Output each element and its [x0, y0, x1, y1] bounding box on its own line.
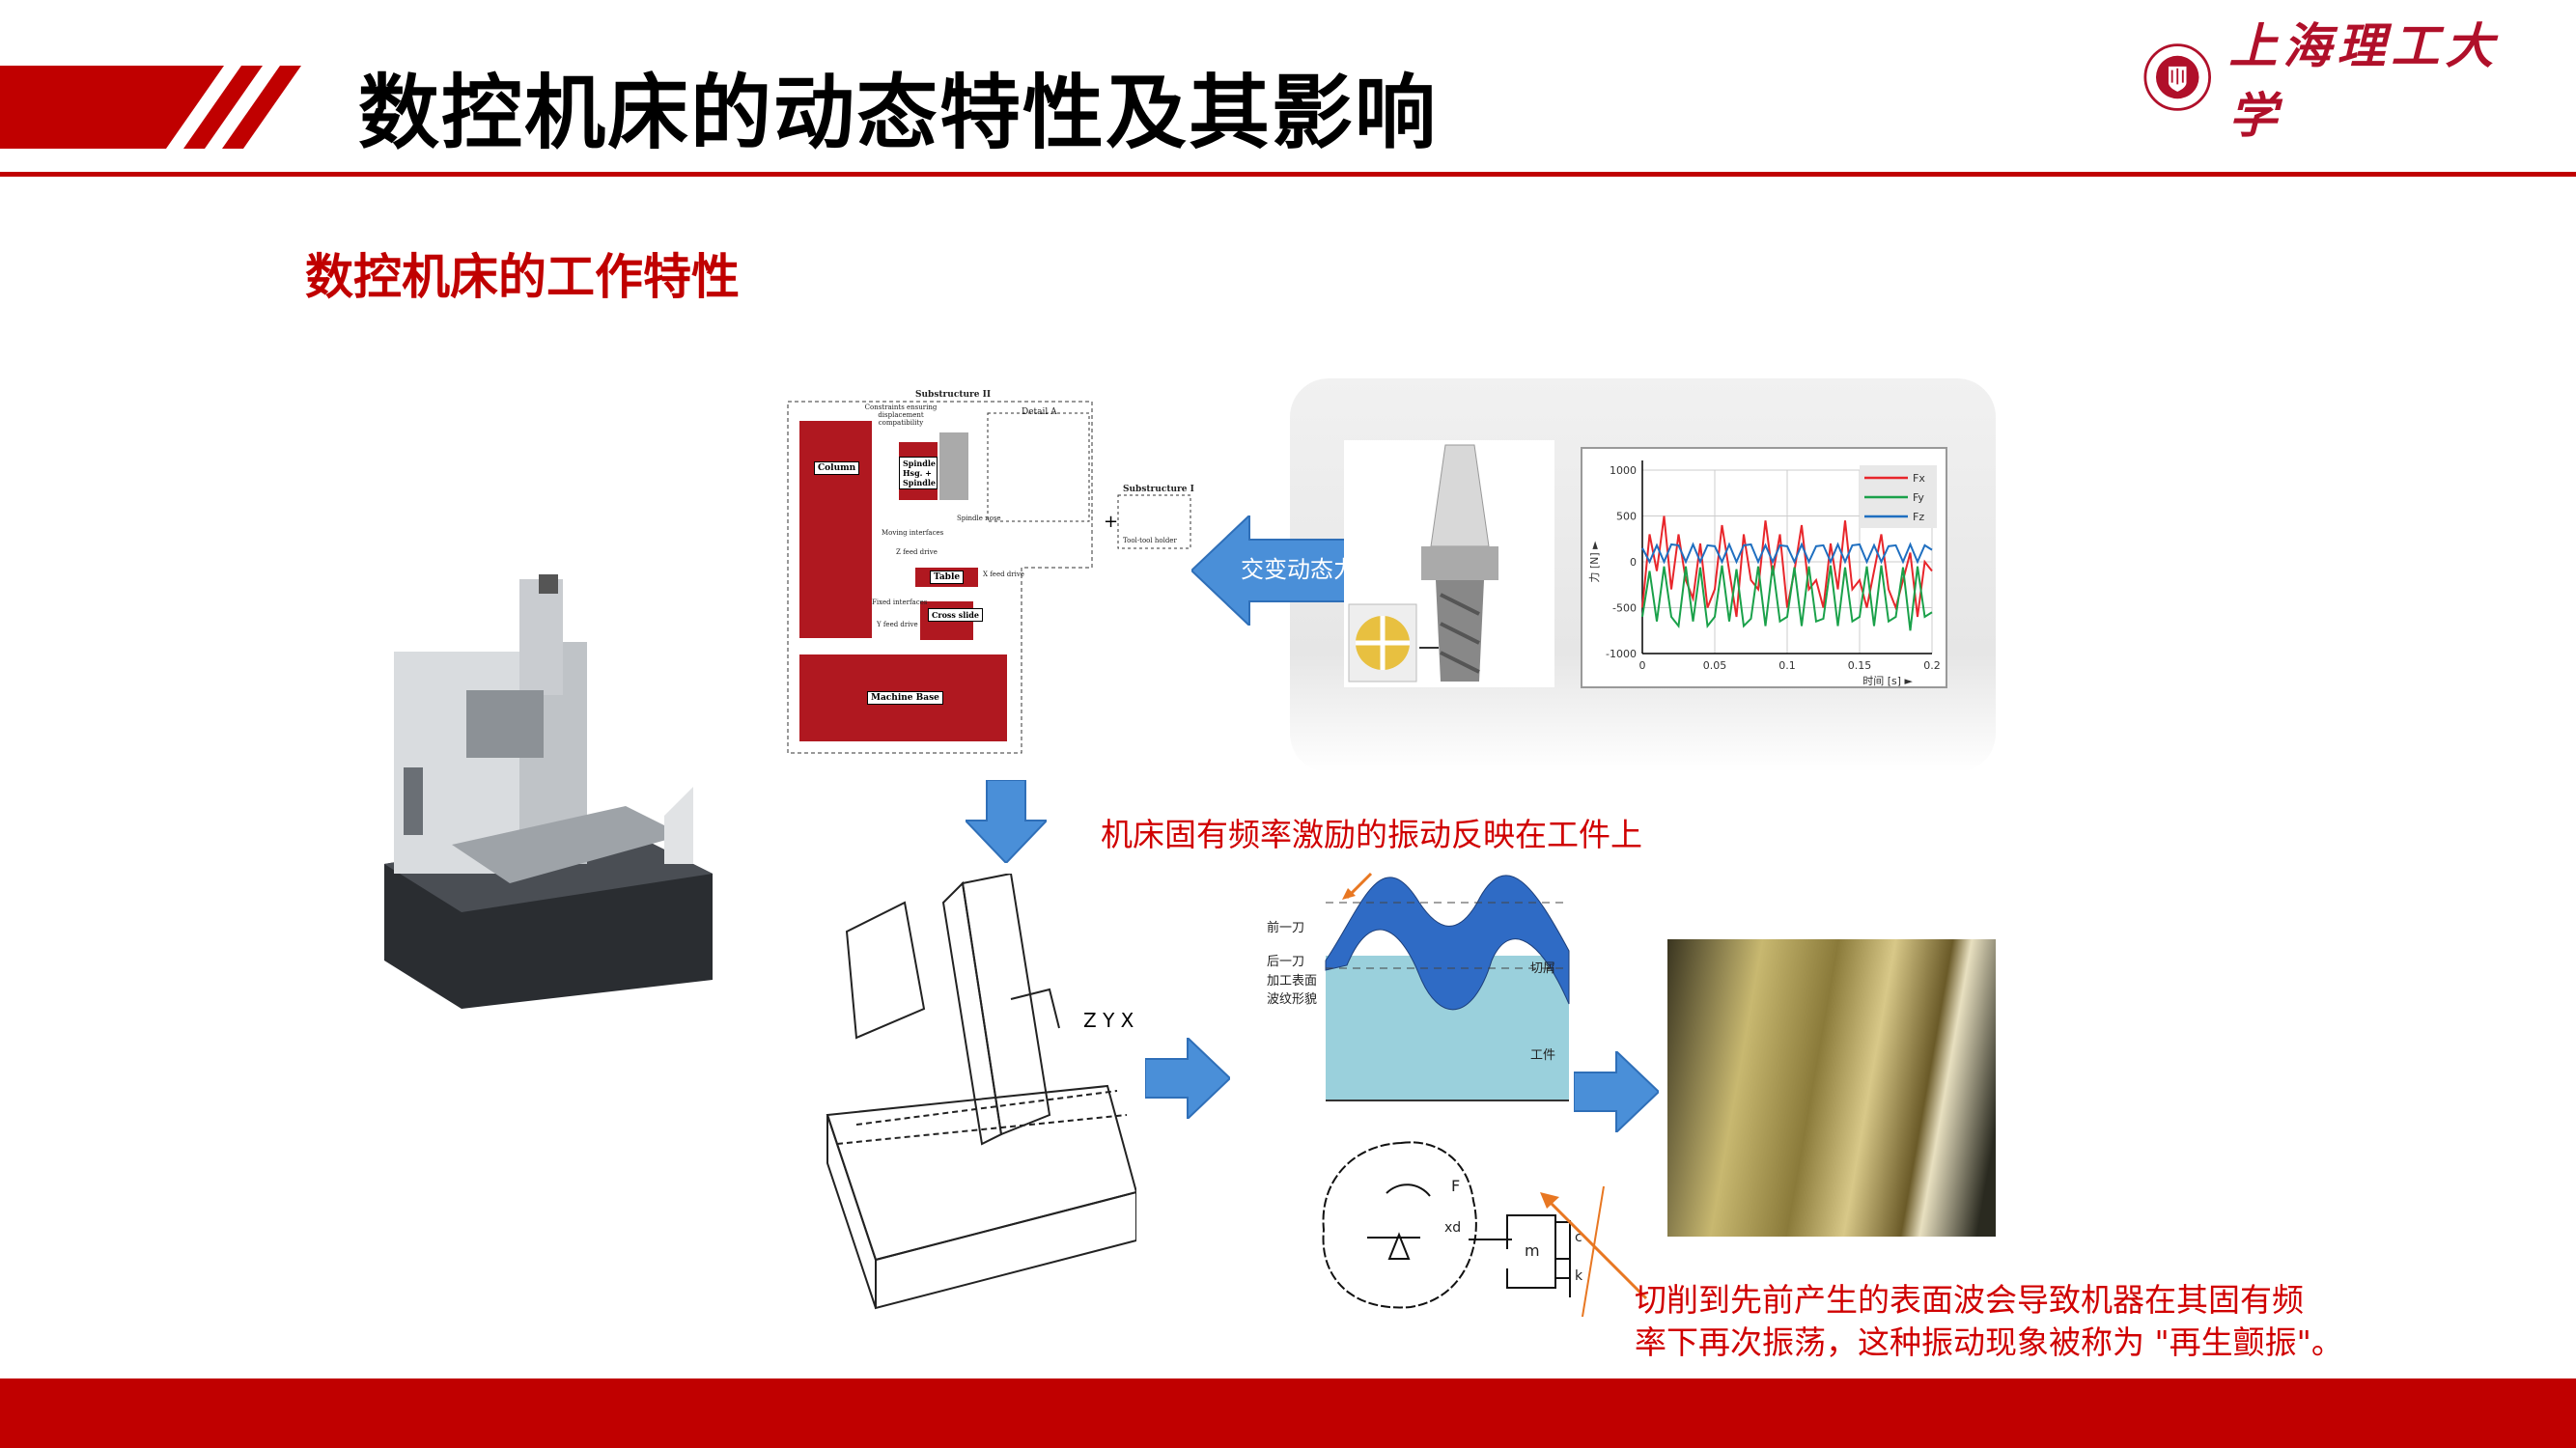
footer-band: [0, 1378, 2576, 1448]
header-divider: [0, 172, 2576, 177]
chatter-drawing: [1322, 1141, 1605, 1317]
fem-zfeed-label: Z feed drive: [896, 548, 938, 556]
x-axis-label: 时间 [s] ►: [1862, 675, 1913, 686]
orange-pointer-arrow: [1540, 1192, 1648, 1300]
page-title: 数控机床的动态特性及其影响: [358, 66, 1439, 160]
university-logo: 上海理工大学: [2143, 17, 2530, 144]
axes-label: Z Y X: [1083, 1009, 1134, 1032]
fem-yfeed-label: Y feed drive: [877, 621, 918, 628]
right-arrow-2: [1574, 1051, 1659, 1132]
chatter-note-line-2: 率下再次振荡，这种振动现象被称为 "再生颤振"。: [1635, 1323, 2343, 1361]
fem-sub1-label: Substructure I: [1123, 485, 1194, 494]
y-tick-label: 500: [1616, 511, 1637, 523]
y-tick-label: -500: [1612, 602, 1637, 615]
y-tick-label: -1000: [1606, 648, 1637, 660]
wave-prev-pass-label: 前一刀: [1267, 921, 1305, 935]
y-axis-label: 力 [N] ►: [1588, 541, 1601, 583]
section-subtitle: 数控机床的工作特性: [305, 249, 740, 305]
fem-detail-label: Detail A: [1022, 407, 1057, 417]
series-line-fx: [1641, 515, 1933, 618]
fem-spindle-nose-label: Spindle nose: [957, 515, 1001, 522]
fem-base-label: Machine Base: [867, 691, 943, 705]
axis-y-label: Y: [1103, 1009, 1115, 1032]
fem-table-label: Table: [930, 571, 965, 584]
y-tick-label: 0: [1630, 556, 1637, 569]
fem-fixed-label: Fixed interfaces: [872, 599, 928, 606]
regen-xd-label: xd: [1444, 1220, 1462, 1236]
series-line-fz: [1641, 542, 1933, 565]
wave-next-pass-label: 后一刀: [1267, 955, 1305, 969]
fem-spindle-label: Spindle Hsg. + Spindle: [899, 457, 938, 489]
fem-title: Substructure II: [915, 390, 992, 400]
regen-force-label: F: [1451, 1177, 1461, 1195]
wave-workpiece-label: 工件: [1530, 1048, 1556, 1063]
milling-tool-image: [1344, 440, 1554, 687]
machine-wireframe: [826, 874, 1136, 1310]
machined-surface-photo: [1667, 939, 1996, 1237]
university-name: 上海理工大学: [2228, 17, 2500, 144]
regen-mass-label: m: [1525, 1241, 1540, 1260]
axis-z-label: Z: [1083, 1009, 1097, 1032]
chatter-note-line-1: 切削到先前产生的表面波会导致机器在其固有频: [1635, 1281, 2304, 1319]
legend-label-fx: Fx: [1913, 472, 1925, 485]
university-seal-icon: [2143, 43, 2212, 111]
regen-damping-label: c: [1575, 1230, 1582, 1245]
regenerative-chatter-diagram: F xd m c k: [1314, 1133, 1623, 1317]
fem-xfeed-label: X feed drive: [983, 571, 1024, 578]
header-stripe-decoration: [0, 66, 301, 149]
chatter-note: 切削到先前产生的表面波会导致机器在其固有频 率下再次振荡，这种振动现象被称为 "…: [1635, 1279, 2343, 1364]
wave-chip-label: 切屑: [1530, 961, 1556, 976]
fem-cross-slide-label: Cross slide: [928, 608, 983, 622]
surface-wave-diagram: 前一刀 后一刀 加工表面波纹形貌 切屑 工件: [1255, 869, 1574, 1105]
series-line-fy: [1641, 565, 1933, 631]
regen-stiffness-label: k: [1575, 1268, 1583, 1284]
x-tick-label: 0.15: [1848, 659, 1872, 672]
right-arrow-1: [1145, 1038, 1230, 1119]
x-tick-label: 0: [1639, 659, 1646, 672]
fem-column-label: Column: [814, 461, 860, 475]
fem-moving-label: Moving interfaces: [882, 529, 944, 537]
wave-drawing: [1325, 872, 1570, 1101]
x-tick-label: 0.05: [1703, 659, 1727, 672]
legend-label-fz: Fz: [1913, 511, 1924, 523]
cnc-machine-photo: [384, 574, 713, 1009]
legend-label-fy: Fy: [1913, 491, 1924, 504]
svg-text:+: +: [1104, 512, 1118, 532]
vibration-note: 机床固有频率激励的振动反映在工件上: [1101, 816, 1642, 853]
wave-surface-label: 加工表面波纹形貌: [1267, 974, 1318, 1007]
x-tick-label: 0.2: [1923, 659, 1941, 672]
force-arrow-label: 交变动态力: [1241, 556, 1357, 583]
fem-tool-label: Tool-tool holder: [1123, 537, 1177, 544]
fem-substructure-diagram: + Substructure II Column Spindle Hsg. + …: [785, 390, 1196, 757]
axis-x-label: X: [1120, 1009, 1134, 1032]
fem-constraints-label: Constraints ensuring displacement compat…: [864, 404, 938, 427]
down-arrow: [966, 780, 1047, 863]
x-tick-label: 0.1: [1778, 659, 1796, 672]
y-tick-label: 1000: [1610, 464, 1637, 477]
